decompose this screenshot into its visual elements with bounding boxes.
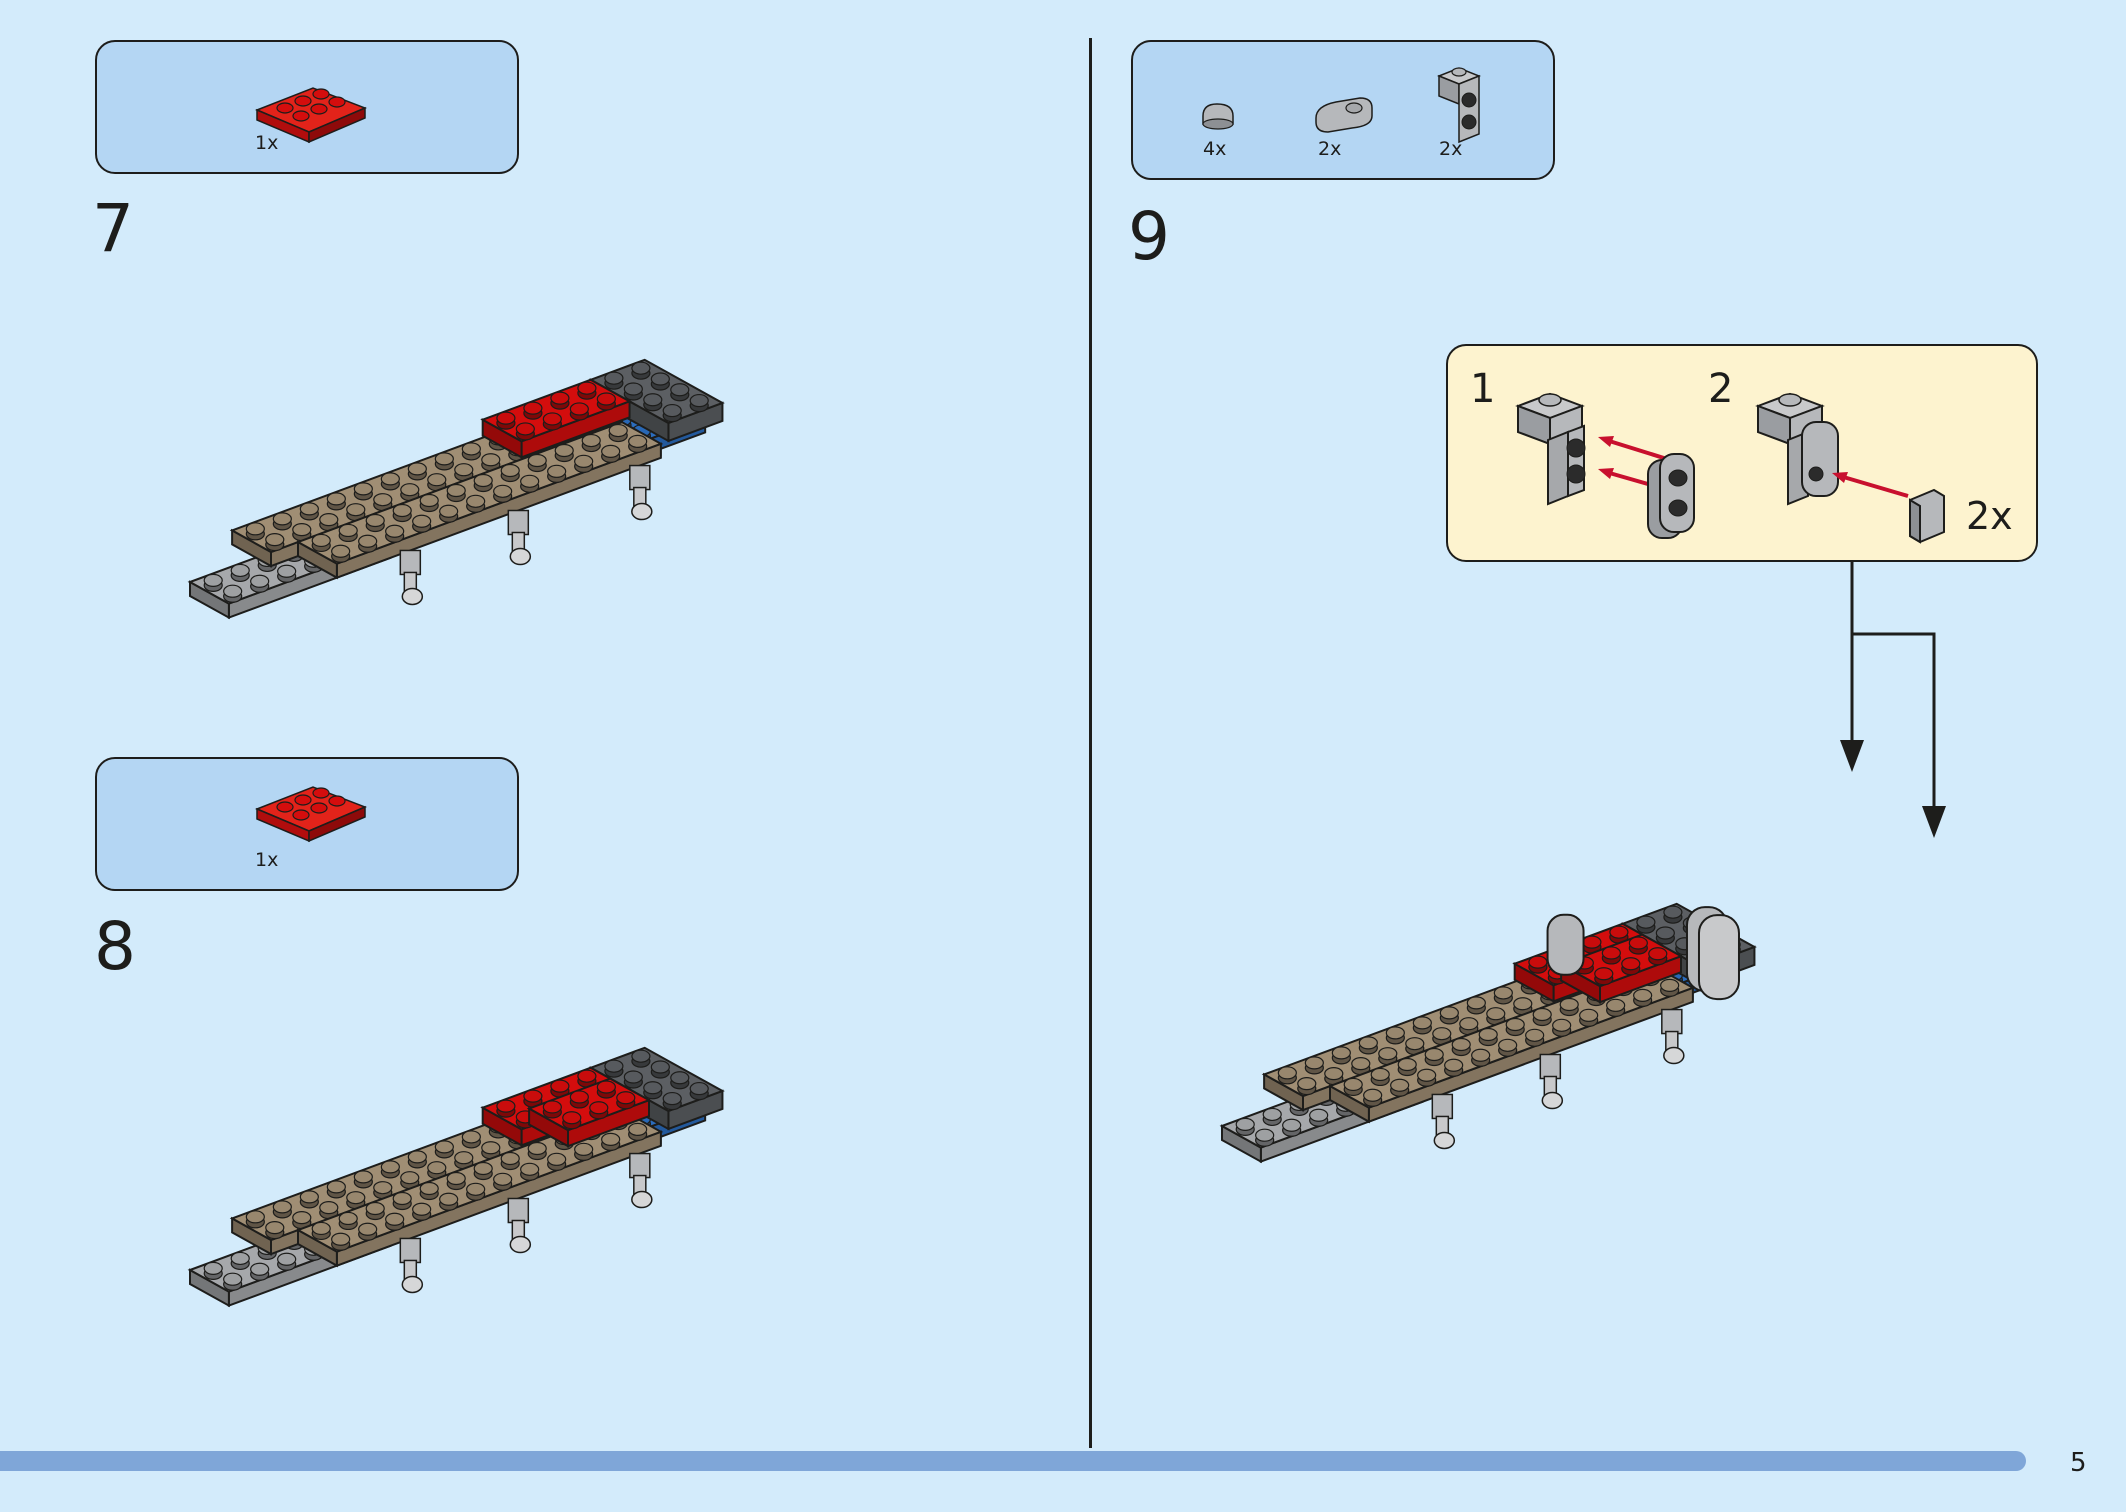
pin-connector [629,464,653,521]
page-footer-bar [0,1451,2026,1471]
part-qty: 1x [255,132,279,154]
grey-bracket-assembly [1546,906,1740,1001]
page-number: 5 [2070,1448,2087,1478]
part-qty: 4x [1203,138,1227,160]
pin-connector [507,509,532,566]
step-number-9: 9 [1128,198,1170,275]
sub-assembly-callout: 1 2 2x [1446,344,2038,562]
model-step-9 [1219,902,1757,1164]
sub-step-1: 1 [1470,366,1496,412]
jumper-plate-icon [1315,97,1373,133]
page-divider [1089,38,1092,1448]
round-tile-icon [1202,67,1482,144]
sub-step-2: 2 [1708,366,1734,412]
pin-connector [629,1152,653,1209]
tan-plate [295,421,664,580]
part-qty: 1x [255,849,279,871]
model-step-8 [187,1046,725,1308]
bracket-icon [1436,67,1482,144]
pin-connector [399,1237,424,1294]
pin-connector [1539,1053,1564,1110]
red-plate [1558,933,1684,1004]
pin-connector [1431,1093,1456,1150]
parts-box-step-7: 1x [95,40,519,174]
pin-connector [1661,1008,1685,1065]
red-plate-icon [255,87,367,144]
model-step-7 [187,358,725,620]
red-plate [526,1077,652,1148]
part-qty: 2x [1318,138,1342,160]
part-qty: 2x [1439,138,1463,160]
step-number-7: 7 [92,190,134,267]
step-number-8: 8 [94,908,136,985]
sub-assembly-drawing [1515,392,1945,544]
red-plate [480,378,632,460]
parts-box-step-8: 1x [95,757,519,891]
parts-box-step-9: 4x 2x 2x [1131,40,1555,180]
pin-connector [399,549,424,606]
red-plate-icon [255,786,367,843]
pin-connector [507,1197,532,1254]
sub-assembly-qty: 2x [1966,494,2013,538]
